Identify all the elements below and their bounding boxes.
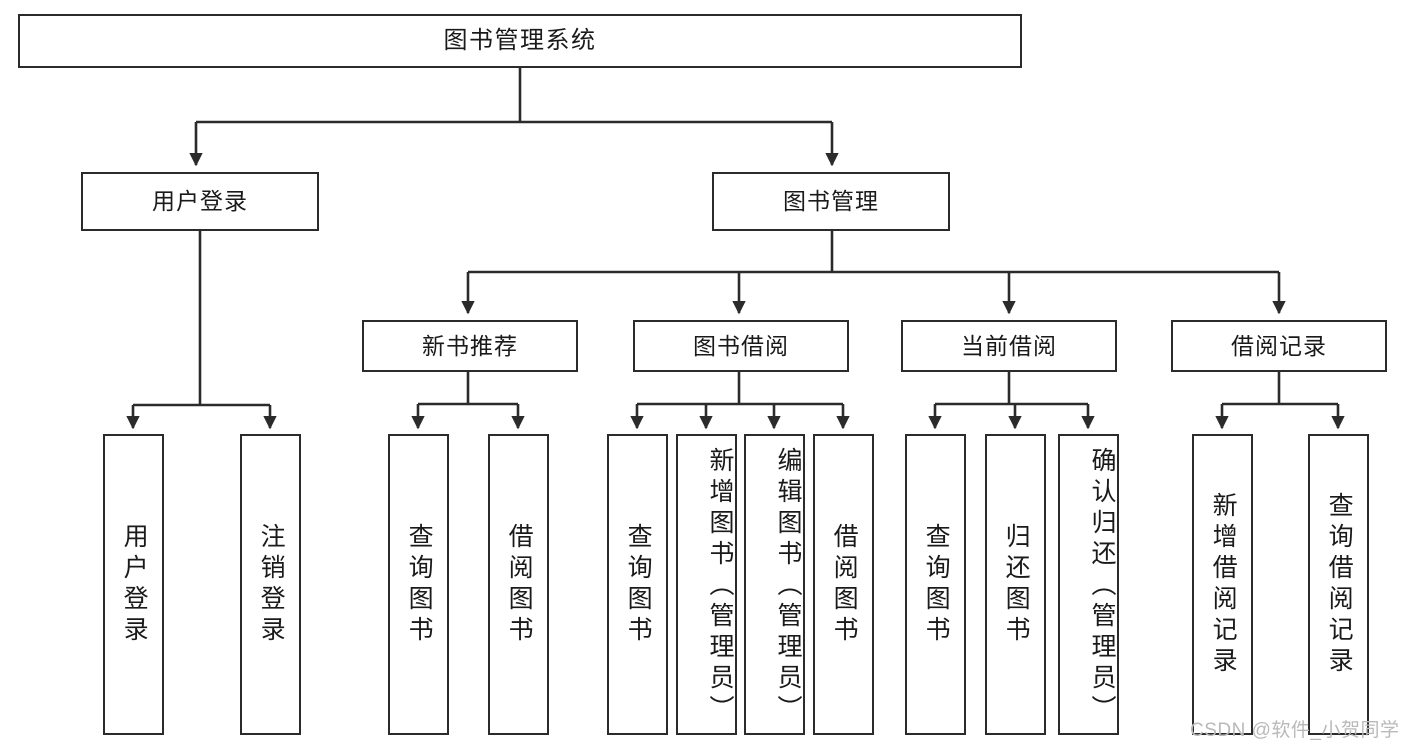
- leaf-confirm-return-admin[interactable]: 确认归还（管理员）: [1058, 434, 1119, 735]
- leaf-query-borrow-record[interactable]: 查询借阅记录: [1308, 434, 1369, 735]
- node-book-management[interactable]: 图书管理: [712, 172, 950, 231]
- leaf-edit-book-admin[interactable]: 编辑图书（管理员）: [744, 434, 805, 735]
- node-book-borrow[interactable]: 图书借阅: [633, 320, 849, 372]
- leaf-user-logout[interactable]: 注销登录: [240, 434, 301, 735]
- node-borrow-record[interactable]: 借阅记录: [1171, 320, 1387, 372]
- node-new-book-recommend[interactable]: 新书推荐: [362, 320, 578, 372]
- leaf-query-book-recommend[interactable]: 查询图书: [388, 434, 449, 735]
- leaf-query-book-current[interactable]: 查询图书: [905, 434, 966, 735]
- leaf-borrow-book-borrow[interactable]: 借阅图书: [813, 434, 874, 735]
- node-root-book-management-system[interactable]: 图书管理系统: [18, 14, 1022, 68]
- leaf-add-book-admin[interactable]: 新增图书（管理员）: [676, 434, 737, 735]
- leaf-user-login[interactable]: 用户登录: [103, 434, 164, 735]
- node-current-borrow[interactable]: 当前借阅: [901, 320, 1117, 372]
- leaf-add-borrow-record[interactable]: 新增借阅记录: [1192, 434, 1253, 735]
- leaf-query-book-borrow[interactable]: 查询图书: [607, 434, 668, 735]
- leaf-borrow-book-recommend[interactable]: 借阅图书: [488, 434, 549, 735]
- leaf-return-book[interactable]: 归还图书: [985, 434, 1046, 735]
- node-user-login[interactable]: 用户登录: [81, 172, 319, 231]
